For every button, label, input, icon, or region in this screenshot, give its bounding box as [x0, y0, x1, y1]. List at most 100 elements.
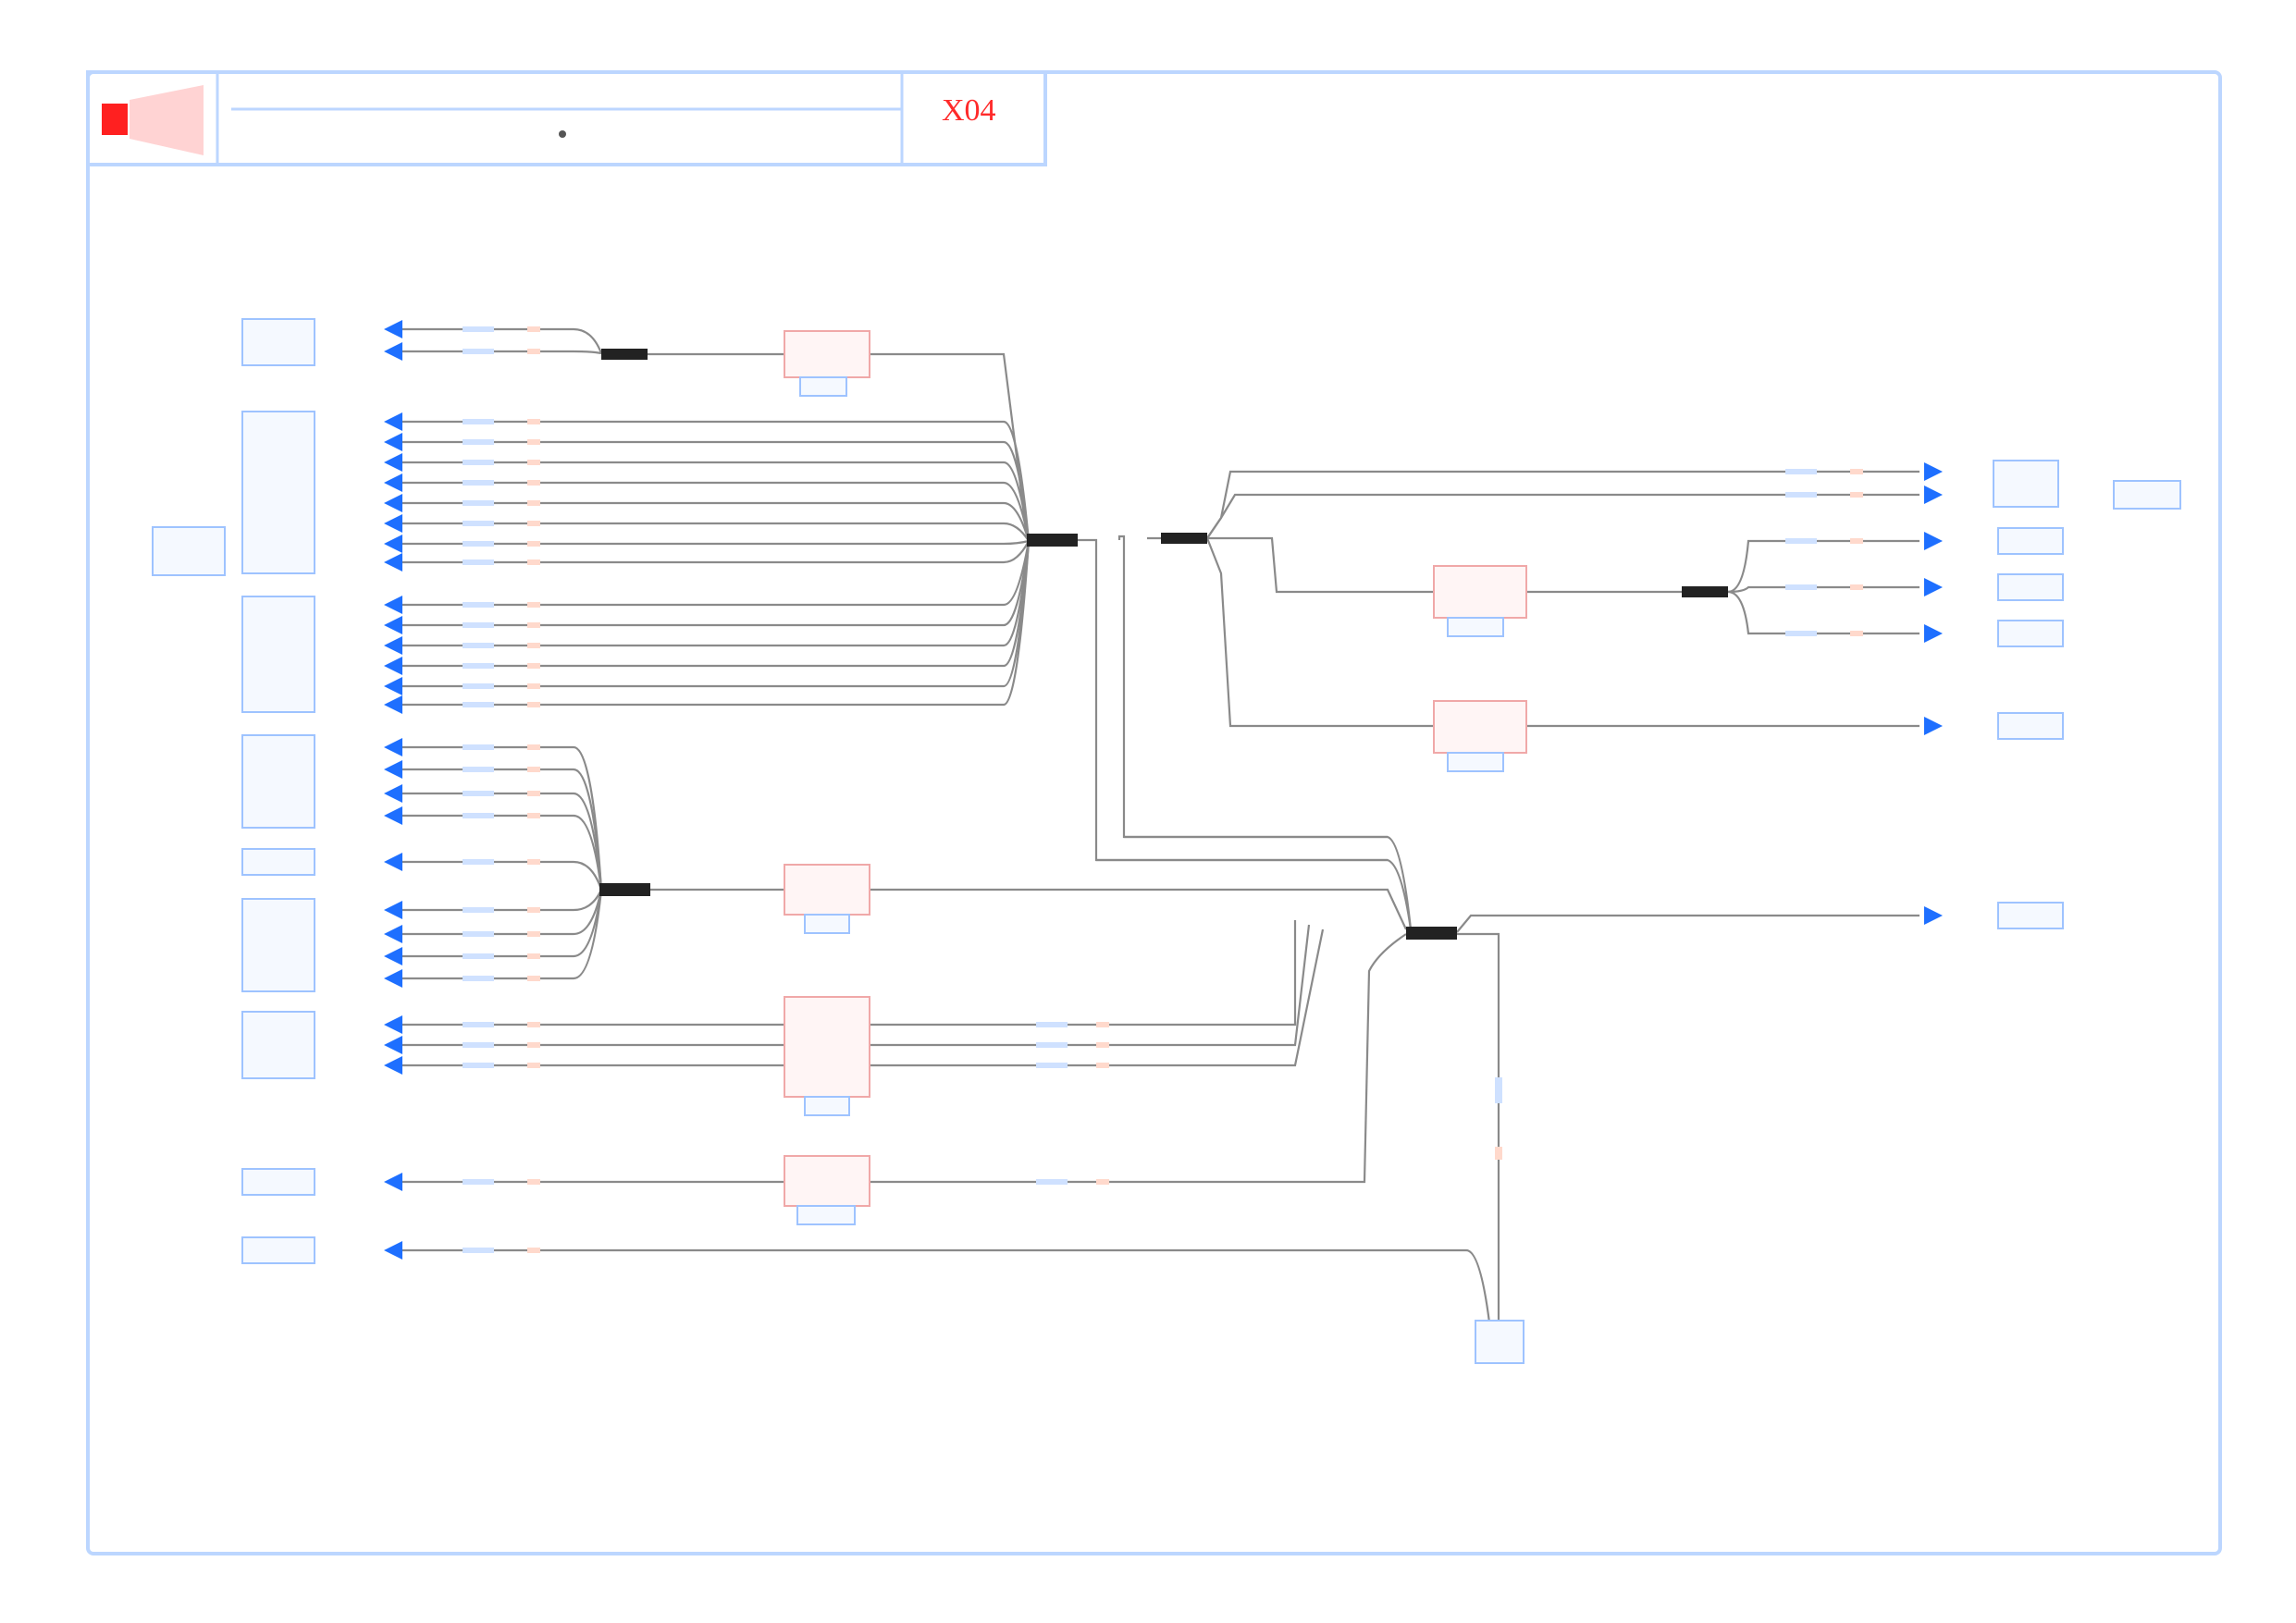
- left-terminal-arrow: [384, 342, 402, 361]
- wire-size-tag: [1850, 584, 1863, 590]
- left-terminal-arrow: [384, 636, 402, 655]
- wire-color-tag: [463, 953, 494, 959]
- wire-size-tag: [527, 460, 540, 465]
- wire-size-tag: [1850, 492, 1863, 498]
- wire: [402, 539, 1030, 546]
- wire: [402, 540, 1031, 707]
- component-c1: [784, 330, 870, 378]
- wire: [1457, 932, 1500, 1322]
- wire-size-tag: [527, 521, 540, 526]
- left-terminal-arrow: [384, 969, 402, 988]
- page-frame: [86, 70, 2222, 1555]
- wire: [402, 889, 603, 980]
- left-terminal-arrow: [384, 553, 402, 572]
- wire-size-tag: [1096, 1179, 1109, 1185]
- left-terminal-arrow: [384, 738, 402, 756]
- right-terminal-arrow: [1924, 532, 1943, 550]
- wire-color-tag: [1036, 1063, 1068, 1068]
- left-terminal-arrow: [384, 1015, 402, 1034]
- wire-size-tag: [527, 500, 540, 506]
- component-c2-label-box: [1447, 617, 1504, 637]
- wire: [402, 924, 1311, 1047]
- left-terminal-arrow: [384, 1056, 402, 1075]
- wire: [1205, 537, 1434, 728]
- left-terminal-arrow: [384, 784, 402, 803]
- wire-color-tag: [463, 1248, 494, 1253]
- left-terminal-arrow: [384, 947, 402, 965]
- wire-size-tag: [527, 1042, 540, 1048]
- wire-color-tag: [463, 326, 494, 332]
- left-terminal-arrow: [384, 412, 402, 431]
- wire-color-tag: [463, 349, 494, 354]
- component-c4-label-box: [804, 914, 850, 934]
- pin-label-box: [1993, 460, 2059, 508]
- left-terminal-arrow: [384, 433, 402, 451]
- wire-size-tag: [527, 953, 540, 959]
- wire-size-tag: [527, 643, 540, 648]
- wire-color-tag: [1785, 492, 1817, 498]
- left-terminal-arrow: [384, 453, 402, 472]
- wire: [1727, 585, 1920, 594]
- splice: [1161, 533, 1207, 544]
- wire-color-tag: [1785, 469, 1817, 474]
- splice: [1682, 586, 1728, 597]
- wire-size-tag: [527, 480, 540, 486]
- wire-size-tag: [527, 1063, 540, 1068]
- wire-size-tag: [527, 349, 540, 354]
- pin-label-box: [1997, 573, 2064, 601]
- wire-color-tag: [463, 500, 494, 506]
- right-terminal-arrow: [1924, 578, 1943, 596]
- pin-label-box: [241, 596, 315, 713]
- pin-label-box: [241, 1011, 315, 1079]
- left-terminal-arrow: [384, 901, 402, 919]
- left-terminal-arrow: [384, 320, 402, 338]
- wire: [402, 522, 1030, 542]
- splice: [599, 883, 650, 896]
- pin-label-box: [241, 1236, 315, 1264]
- left-terminal-arrow: [384, 806, 402, 825]
- wire: [402, 540, 1031, 647]
- wire: [402, 889, 603, 912]
- wire-size-tag: [527, 767, 540, 772]
- wire: [1207, 536, 1434, 594]
- left-group-label-box: [152, 526, 226, 576]
- wire: [402, 928, 1325, 1067]
- wire-size-tag: [527, 791, 540, 796]
- wire-color-tag: [463, 541, 494, 547]
- left-terminal-arrow: [384, 1036, 402, 1054]
- wire: [402, 1248, 1491, 1323]
- wire: [1096, 858, 1413, 930]
- left-terminal-arrow: [384, 616, 402, 634]
- wire: [402, 768, 603, 891]
- wire: [1206, 470, 1920, 539]
- wire: [1727, 590, 1920, 635]
- pin-label-box: [241, 848, 315, 876]
- wire: [402, 327, 603, 354]
- wire-size-tag: [527, 419, 540, 424]
- left-terminal-arrow: [384, 695, 402, 714]
- wire: [402, 440, 1031, 542]
- wire-size-tag: [527, 663, 540, 669]
- wire-color-tag: [463, 976, 494, 981]
- left-terminal-arrow: [384, 925, 402, 943]
- wire: [1124, 835, 1413, 930]
- wire: [402, 540, 1031, 668]
- wire-color-tag: [463, 1063, 494, 1068]
- wire-size-tag: [1850, 631, 1863, 636]
- component-c1-label-box: [799, 376, 847, 397]
- wire: [402, 461, 1031, 542]
- wire-color-tag: [463, 460, 494, 465]
- component-c4: [784, 864, 870, 916]
- right-terminal-arrow: [1924, 462, 1943, 481]
- splice: [601, 349, 648, 360]
- right-group-label-box: [2113, 480, 2181, 510]
- wire: [870, 888, 1407, 930]
- title-block: X04: [86, 70, 1047, 166]
- pin-label-box: [241, 1168, 315, 1196]
- wire-color-tag: [463, 1179, 494, 1185]
- left-terminal-arrow: [384, 514, 402, 533]
- wire-color-tag: [463, 521, 494, 526]
- diagram-code: X04: [942, 93, 996, 128]
- wire: [1206, 493, 1920, 539]
- wire-color-tag: [463, 813, 494, 818]
